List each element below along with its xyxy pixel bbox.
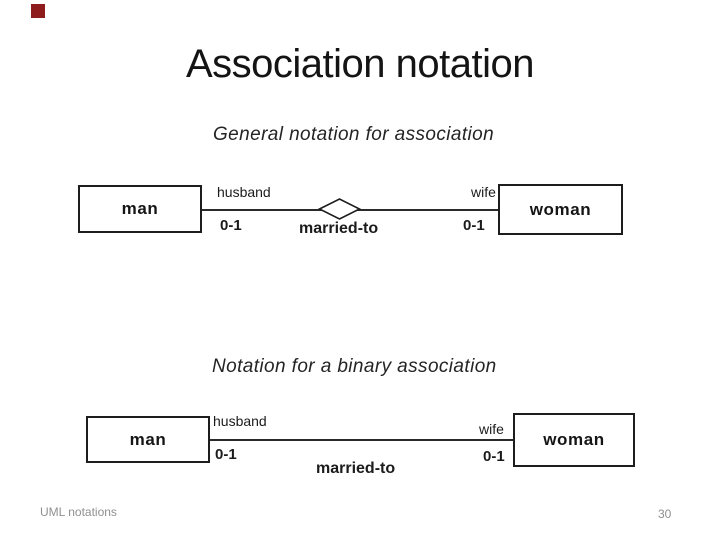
footer-label: UML notations — [40, 505, 117, 519]
diagram1-multiplicity-left: 0-1 — [220, 217, 242, 234]
diagram1-entity-man-label: man — [121, 199, 159, 218]
diagram2-heading: Notation for a binary association — [212, 356, 497, 377]
diagram2-role-husband: husband — [213, 413, 267, 429]
page-number: 30 — [658, 507, 672, 521]
diagram1-multiplicity-right: 0-1 — [463, 217, 485, 234]
diagram1-role-wife: wife — [471, 184, 496, 200]
diagram2-entity-man-label: man — [129, 429, 167, 449]
diagram1-entity-man: man — [78, 185, 202, 233]
diagram2-multiplicity-left: 0-1 — [215, 446, 237, 463]
diagram1-entity-woman: woman — [498, 184, 623, 235]
diagram2-association-name: married-to — [316, 460, 396, 477]
diagram2-entity-woman-label: woman — [543, 430, 605, 449]
diamond-connector-icon — [318, 198, 361, 220]
diagram1-entity-woman-label: woman — [529, 199, 592, 219]
diagram2-multiplicity-right: 0-1 — [483, 448, 505, 465]
diagram1-role-husband: husband — [217, 184, 271, 200]
diagram2-entity-woman: woman — [513, 413, 635, 467]
diagram1-heading: General notation for association — [213, 124, 495, 145]
diagram1-association-name: married-to — [299, 220, 379, 237]
diagram2-association-line — [210, 439, 513, 441]
slide-accent-square — [31, 4, 45, 18]
diagram2-entity-man: man — [86, 416, 210, 463]
diagram2-role-wife: wife — [479, 421, 504, 437]
slide-title: Association notation — [185, 42, 535, 86]
